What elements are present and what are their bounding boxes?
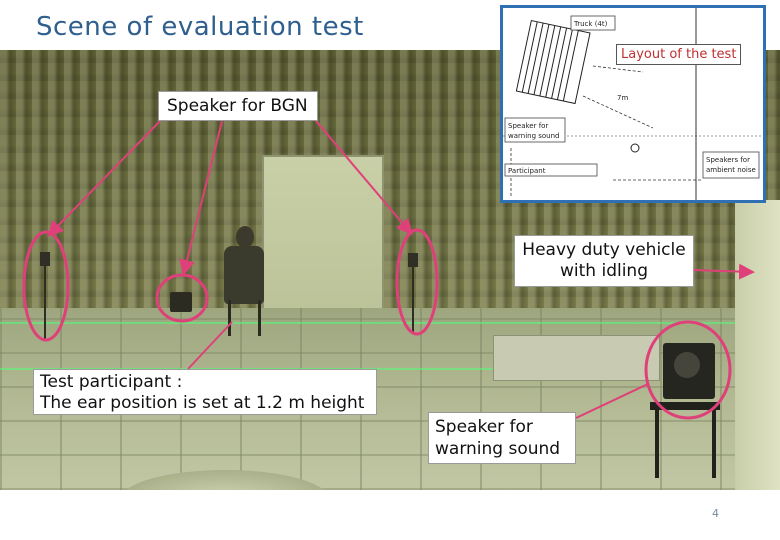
speaker-table-top	[650, 402, 720, 410]
ambient-label-2: ambient noise	[706, 166, 756, 174]
sound-path	[582, 95, 654, 129]
participant-head	[236, 226, 254, 248]
speaker-table-leg	[655, 410, 659, 478]
label-vehicle-line1: Heavy duty vehicle	[522, 240, 686, 260]
right-pillar	[735, 200, 780, 490]
ambient-box	[702, 151, 760, 179]
warning-speaker-box	[504, 117, 566, 143]
floor-hatch	[120, 470, 330, 490]
bgn-speaker-left	[40, 252, 50, 266]
label-heavy-duty-vehicle: Heavy duty vehicle with idling	[514, 235, 694, 287]
slide-title: Scene of evaluation test	[36, 12, 364, 42]
distance-label: 7m	[617, 94, 628, 102]
vehicle-equipment	[493, 335, 660, 381]
label-test-participant: Test participant : The ear position is s…	[33, 369, 377, 415]
chair-leg	[228, 300, 231, 336]
bgn-speaker-stand-right	[412, 262, 414, 332]
warning-speaker-label-1: Speaker for	[508, 122, 548, 130]
participant-marker	[630, 143, 640, 153]
layout-diagram-inset: Truck (4t) 7m Speaker for warning sound …	[500, 5, 766, 203]
floor-marking-line	[0, 322, 780, 324]
speaker-table-leg	[712, 410, 716, 478]
ambient-label-1: Speakers for	[706, 156, 750, 164]
label-speaker-bgn: Speaker for BGN	[158, 91, 318, 121]
warning-speaker-cone	[674, 352, 700, 378]
truck-label: Truck (4t)	[573, 20, 608, 28]
sound-path	[592, 65, 644, 73]
warning-speaker-label-2: warning sound	[508, 132, 560, 140]
layout-diagram: Truck (4t) 7m Speaker for warning sound …	[503, 8, 763, 200]
bgn-speaker-right	[408, 253, 418, 267]
bgn-speaker-floor	[170, 292, 192, 312]
chair-leg	[258, 300, 261, 336]
label-vehicle-line2: with idling	[560, 261, 648, 281]
bgn-speaker-stand-left	[44, 262, 46, 340]
participant-label: Participant	[508, 167, 546, 175]
label-participant-line1: Test participant :	[40, 372, 183, 392]
page-number: 4	[712, 507, 719, 520]
participant-box	[504, 163, 598, 177]
inset-title: Layout of the test	[616, 44, 742, 65]
participant-body	[224, 246, 264, 304]
label-warning-line2: warning sound	[435, 439, 561, 459]
label-warning-line1: Speaker for	[435, 417, 533, 437]
label-warning-speaker: Speaker for warning sound	[428, 412, 576, 464]
truck-label-box	[570, 15, 616, 31]
truck-shape	[515, 19, 591, 105]
label-participant-line2: The ear position is set at 1.2 m height	[40, 393, 365, 413]
